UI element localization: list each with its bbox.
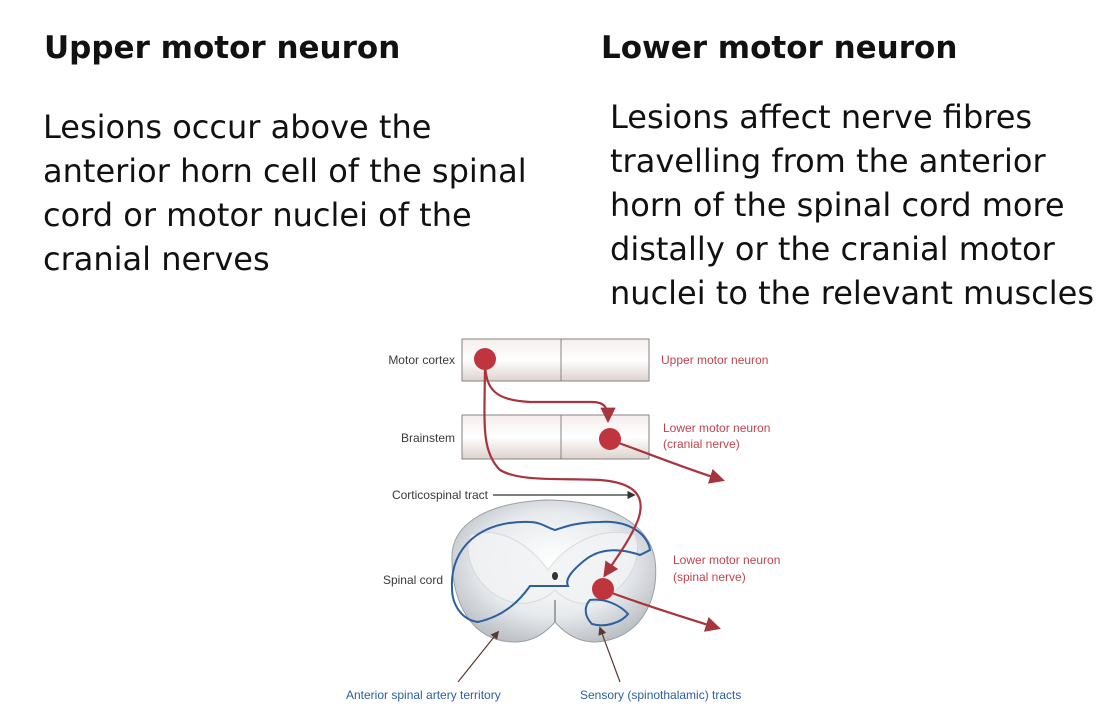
description-line: anterior horn cell of the spinal (43, 152, 527, 190)
description-line: horn of the spinal cord more (610, 186, 1065, 224)
description-line: cranial nerves (43, 240, 270, 278)
anterior-spinal-artery-label: Anterior spinal artery territory (346, 688, 501, 702)
description-line: Lesions affect nerve fibres (610, 98, 1033, 136)
motor-cortex-label: Motor cortex (388, 353, 455, 367)
sensory-tracts-label: Sensory (spinothalamic) tracts (580, 688, 741, 702)
upper-motor-neuron-label: Upper motor neuron (661, 353, 768, 367)
description-line: cord or motor nuclei of the (43, 196, 472, 234)
upper-motor-neuron-heading: Upper motor neuron (44, 30, 401, 66)
brainstem-label: Brainstem (401, 431, 455, 445)
lmn-cranial-sublabel: (cranial nerve) (663, 437, 740, 451)
lower-motor-neuron-description: Lesions affect nerve fibres travelling f… (610, 95, 1108, 315)
lmn-spinal-sublabel: (spinal nerve) (673, 570, 746, 584)
lmn-spinal-label: Lower motor neuron (673, 553, 780, 567)
upper-motor-neuron-description: Lesions occur above the anterior horn ce… (43, 105, 563, 281)
sensory-tract-pointer (598, 626, 621, 683)
description-line: distally or the cranial motor (610, 230, 1055, 268)
description-line: Lesions occur above the (43, 108, 432, 146)
red-pathways (474, 348, 725, 632)
lower-motor-neuron-heading: Lower motor neuron (601, 30, 958, 66)
lmn-cranial-label: Lower motor neuron (663, 421, 770, 435)
brainstem-neuron-dot (599, 428, 621, 450)
motor-cortex-neuron-dot (474, 348, 496, 370)
spinal-cord-cross-section (450, 499, 657, 643)
corticospinal-tract-label: Corticospinal tract (392, 488, 489, 502)
description-line: travelling from the anterior (610, 142, 1046, 180)
spinal-cord-label: Spinal cord (383, 573, 443, 587)
anterior-artery-pointer (457, 630, 500, 683)
spinal-neuron-dot (592, 578, 614, 600)
description-line: nuclei to the relevant muscles (610, 274, 1095, 312)
